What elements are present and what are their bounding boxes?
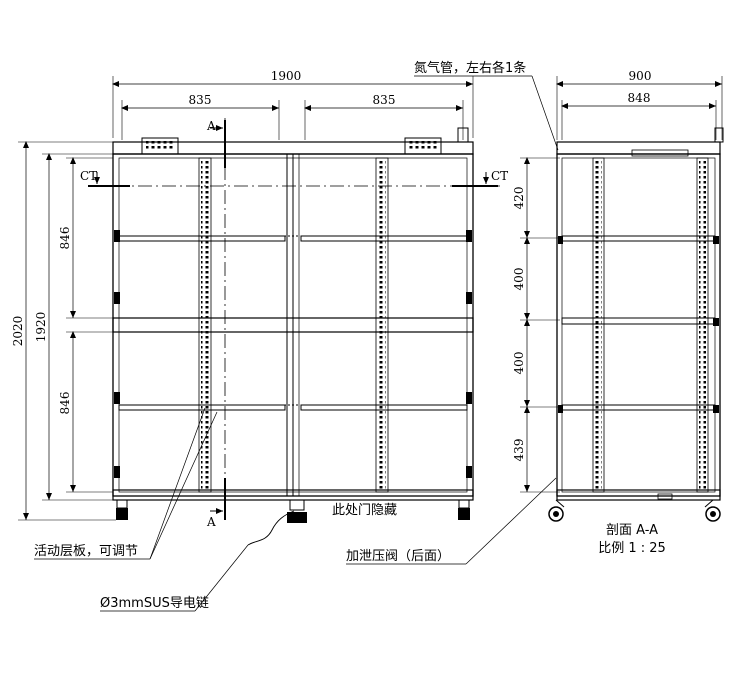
nitrogen-pipe-note: 氮气管，左右各1条 <box>414 60 526 76</box>
scale-label: 比例 1 : 25 <box>598 541 666 556</box>
annotations: 氮气管，左右各1条 此处门隐藏 活动层板，可调节 加泄压阀（后面） Ø3mmSU… <box>34 60 559 612</box>
side-shelf <box>561 404 716 411</box>
dim-upper-section: 846 <box>58 227 72 250</box>
dim-shelf-4: 439 <box>512 439 526 462</box>
caster <box>458 499 470 520</box>
section-marker-bottom: A <box>206 515 216 529</box>
dim-shelf-1: 420 <box>512 187 526 210</box>
dim-shelf-3: 400 <box>512 352 526 375</box>
side-view <box>548 127 724 522</box>
left-handle-holes <box>146 141 174 151</box>
ct-marker-right: CT <box>491 169 508 183</box>
pressure-valve-note: 加泄压阀（后面） <box>346 549 450 564</box>
caster <box>704 499 721 522</box>
perforated-upright <box>592 157 605 493</box>
side-outer-frame <box>556 153 721 497</box>
dim-frame-height: 1920 <box>34 312 48 343</box>
right-handle-holes <box>409 141 437 151</box>
leveling-foot <box>287 499 307 523</box>
dim-right-bay: 835 <box>373 93 396 107</box>
side-dimensions: 900 848 420 400 400 439 剖面 A-A 比例 1 : 25 <box>512 69 723 556</box>
caster <box>116 499 128 520</box>
dim-shelf-2: 400 <box>512 268 526 291</box>
dim-total-width: 1900 <box>271 69 302 83</box>
front-dimensions: 1900 835 835 2020 1920 846 846 <box>11 69 474 521</box>
section-marker-top: A <box>206 119 216 133</box>
caster <box>548 499 565 522</box>
side-top-rail <box>556 141 721 155</box>
section-title: 剖面 A-A <box>606 523 658 538</box>
side-shelf <box>561 317 716 325</box>
ct-marker-left: CT <box>80 169 97 183</box>
perforated-upright <box>696 157 709 493</box>
dim-inner-depth: 848 <box>628 91 651 105</box>
perforated-upright <box>375 157 389 493</box>
perforated-upright <box>198 157 212 493</box>
dim-left-bay: 835 <box>189 93 212 107</box>
front-view: A A CT CT <box>80 118 508 529</box>
dim-total-height: 2020 <box>11 316 25 347</box>
middle-rail <box>112 317 474 333</box>
hidden-door-note: 此处门隐藏 <box>332 503 397 518</box>
ground-chain-note: Ø3mmSUS导电链 <box>100 596 209 611</box>
side-shelf <box>561 235 716 242</box>
dim-total-depth: 900 <box>629 69 652 83</box>
adjustable-shelf-note: 活动层板，可调节 <box>34 544 138 559</box>
dim-lower-section: 846 <box>58 392 72 415</box>
